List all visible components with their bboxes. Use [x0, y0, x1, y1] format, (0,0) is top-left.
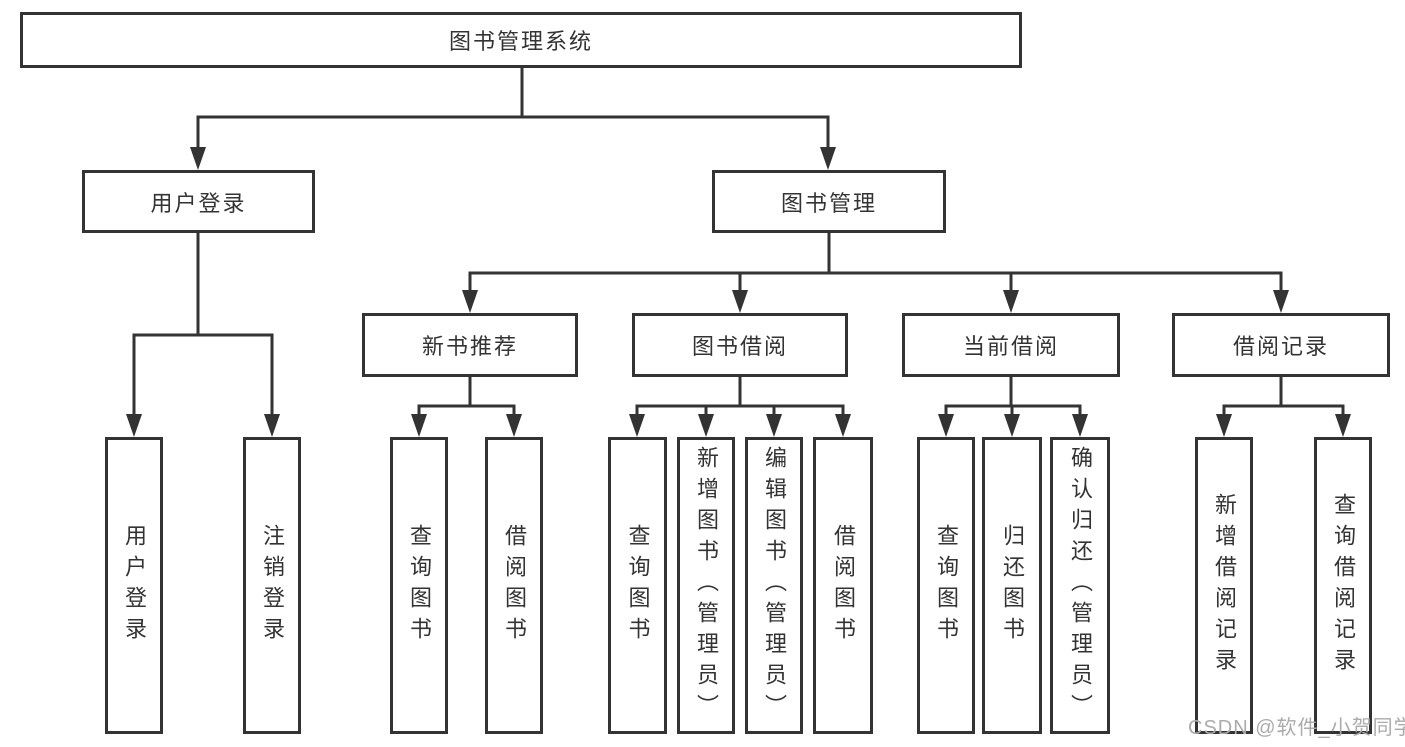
- leaf-return-books-label: 归还图书: [1000, 523, 1025, 648]
- node-book-borrow-label: 图书借阅: [691, 334, 788, 359]
- node-current-borrow-label: 当前借阅: [962, 334, 1059, 359]
- leaf-add-book-admin: 新增图书（管理员）: [677, 437, 735, 734]
- node-root-library-system: 图书管理系统: [20, 12, 1022, 68]
- leaf-confirm-return-admin: 确认归还（管理员）: [1050, 437, 1110, 734]
- leaf-return-books: 归还图书: [982, 437, 1042, 734]
- node-book-management-label: 图书管理: [780, 190, 877, 216]
- node-borrow-records-label: 借阅记录: [1232, 334, 1329, 359]
- node-user-login: 用户登录: [82, 170, 315, 233]
- leaf-borrow-books-recommend: 借阅图书: [485, 437, 543, 734]
- leaf-query-books-borrow-label: 查询图书: [625, 523, 651, 648]
- leaf-borrow-books: 借阅图书: [813, 437, 873, 734]
- node-user-login-label: 用户登录: [150, 190, 247, 216]
- leaf-query-books-borrow: 查询图书: [608, 437, 667, 734]
- node-borrow-records: 借阅记录: [1172, 313, 1390, 377]
- watermark-text: CSDN @软件_小贺同学: [1188, 717, 1405, 739]
- leaf-query-borrow-record: 查询借阅记录: [1314, 437, 1372, 734]
- leaf-query-books-recommend: 查询图书: [390, 437, 448, 734]
- leaf-query-borrow-record-label: 查询借阅记录: [1331, 492, 1356, 679]
- leaf-confirm-return-admin-label: 确认归还（管理员）: [1068, 446, 1093, 725]
- leaf-query-books-current-label: 查询图书: [934, 523, 959, 648]
- leaf-query-books-recommend-label: 查询图书: [407, 523, 432, 648]
- node-new-book-recommend-label: 新书推荐: [421, 334, 518, 359]
- leaf-add-borrow-record: 新增借阅记录: [1195, 437, 1253, 734]
- node-current-borrow: 当前借阅: [902, 313, 1120, 377]
- node-book-borrow: 图书借阅: [632, 313, 848, 377]
- leaf-user-login-label: 用户登录: [122, 523, 147, 648]
- node-new-book-recommend: 新书推荐: [362, 313, 578, 377]
- leaf-add-borrow-record-label: 新增借阅记录: [1212, 492, 1237, 679]
- leaf-logout-label: 注销登录: [260, 523, 285, 648]
- leaf-logout: 注销登录: [243, 437, 301, 734]
- leaf-borrow-books-label: 借阅图书: [831, 523, 856, 648]
- leaf-user-login: 用户登录: [105, 437, 163, 734]
- leaf-query-books-current: 查询图书: [917, 437, 975, 734]
- node-root-label: 图书管理系统: [448, 29, 593, 54]
- leaf-edit-book-admin-label: 编辑图书（管理员）: [762, 446, 787, 725]
- leaf-edit-book-admin: 编辑图书（管理员）: [745, 437, 803, 734]
- leaf-add-book-admin-label: 新增图书（管理员）: [694, 446, 719, 725]
- node-book-management: 图书管理: [712, 170, 946, 233]
- leaf-borrow-books-recommend-label: 借阅图书: [502, 523, 527, 648]
